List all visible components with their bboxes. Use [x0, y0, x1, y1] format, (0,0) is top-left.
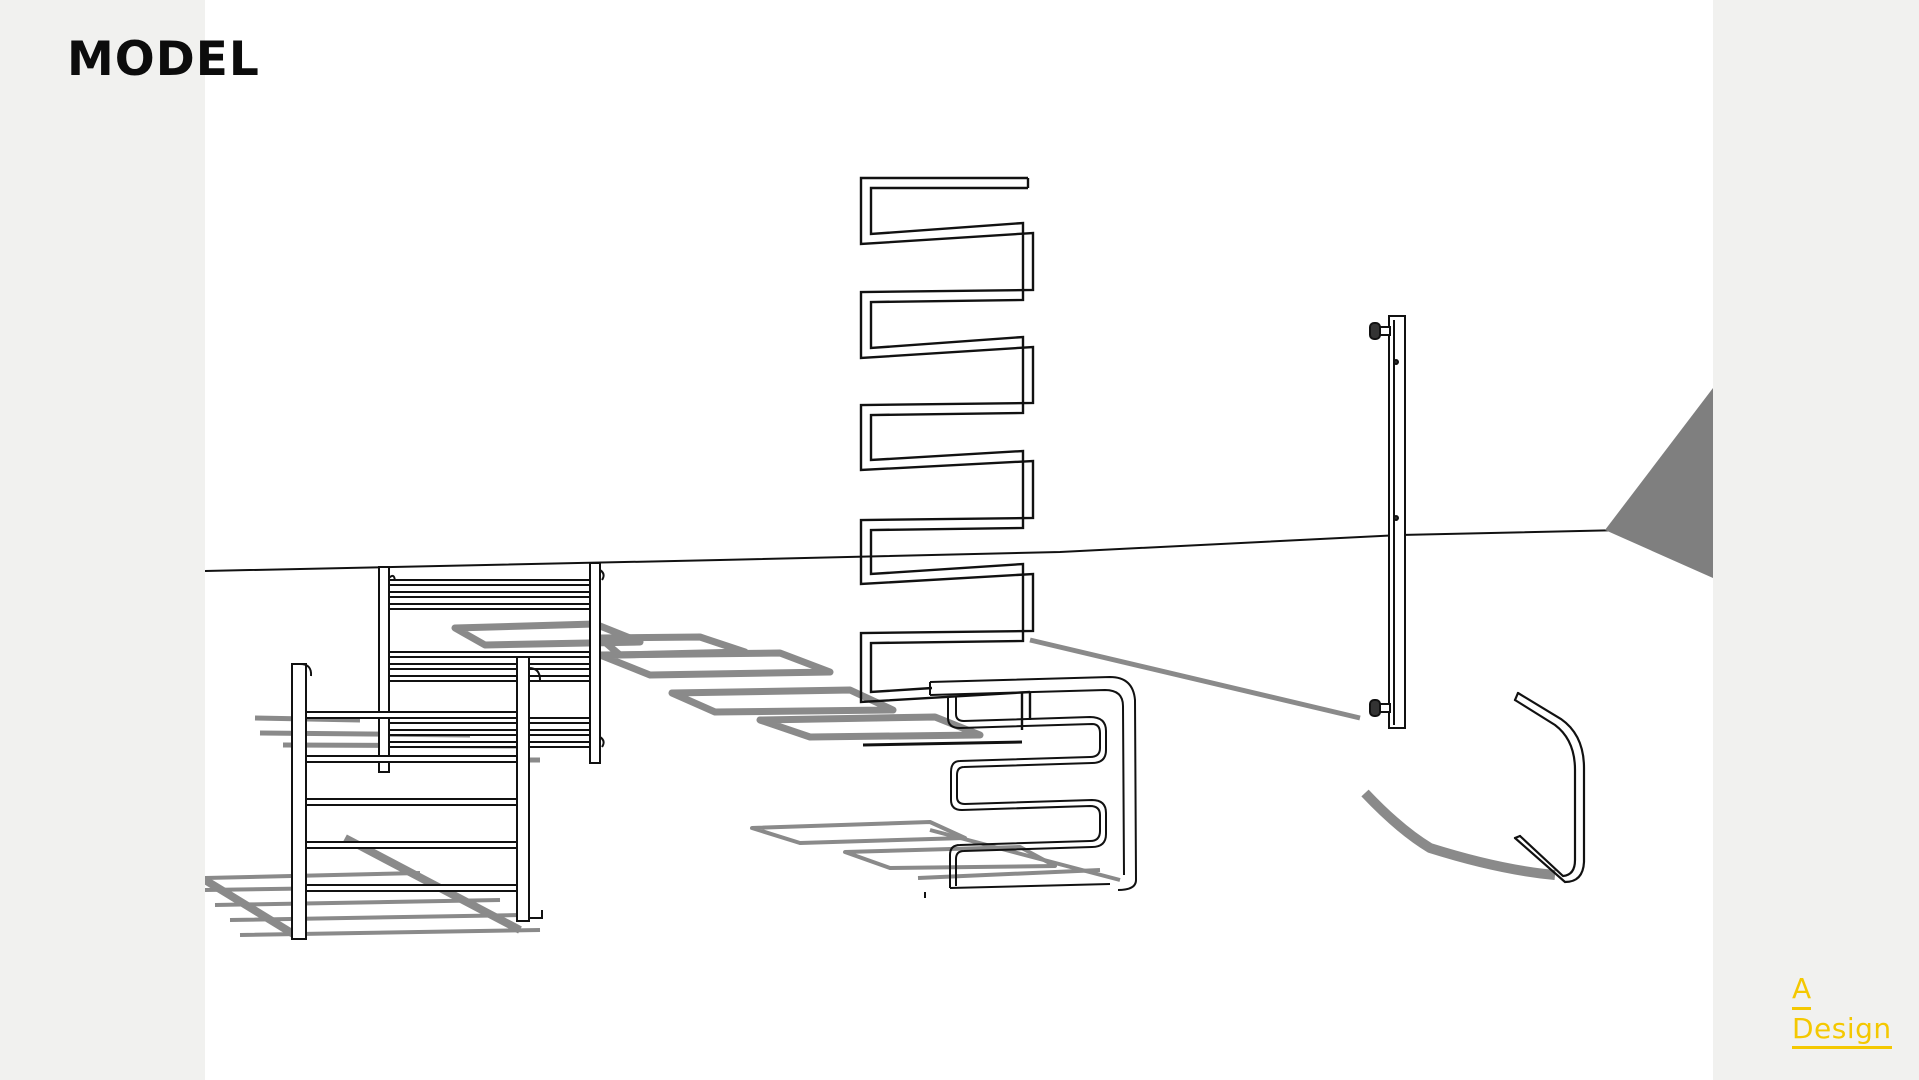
vertical-bar-rail [1369, 315, 1406, 729]
brand-logo: A Design [1792, 972, 1892, 1050]
logo-line-1: A [1792, 972, 1812, 1010]
ladder-rail-front [291, 656, 543, 940]
serpentine-floor-rail [924, 675, 1138, 898]
wall-corner-shadow [1605, 388, 1713, 578]
horizon-line [205, 527, 1713, 572]
slide-title: MODEL [67, 32, 260, 87]
zigzag-radiator [859, 176, 1035, 747]
curved-hook-rail [1513, 691, 1586, 884]
ladder-rail-rear [378, 562, 605, 773]
logo-line-2: Design [1792, 1012, 1892, 1050]
